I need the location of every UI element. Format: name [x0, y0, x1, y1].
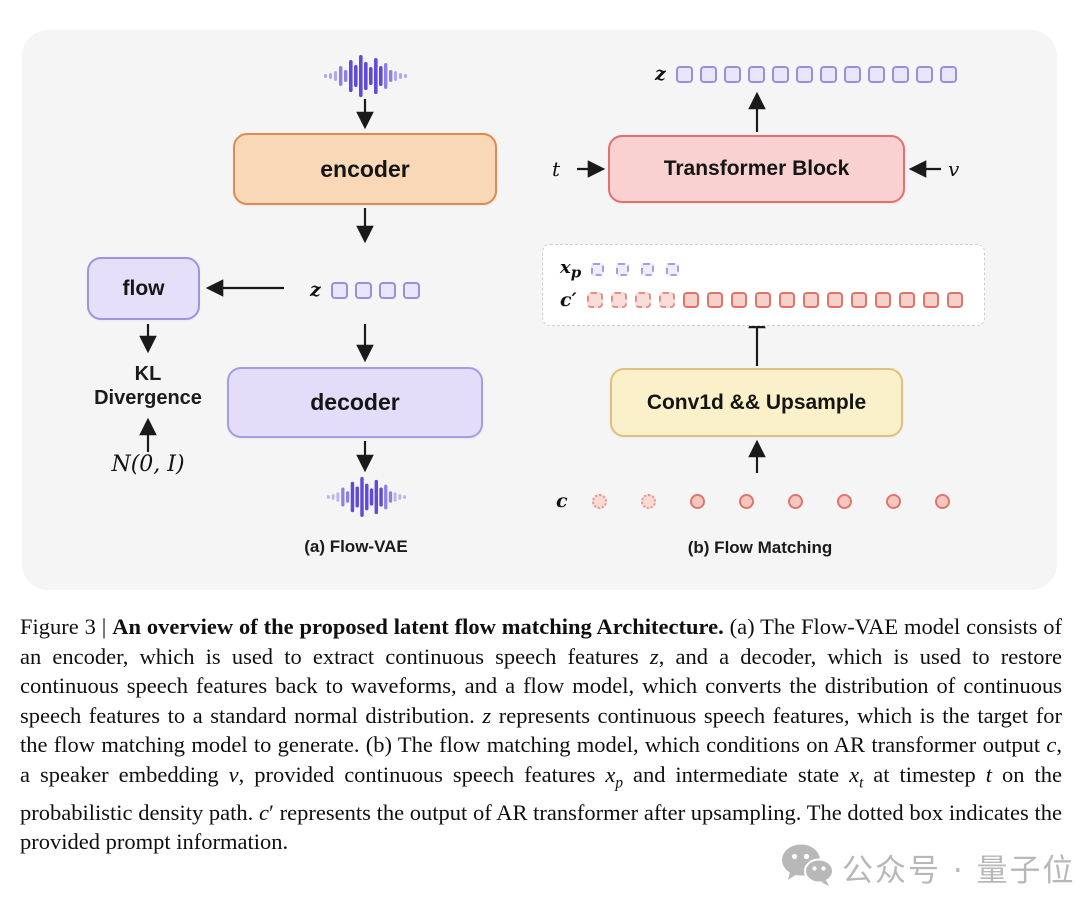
cprime-token: [682, 292, 699, 308]
c-token: [787, 493, 803, 509]
cprime-token: [802, 292, 819, 308]
z-tokens-a: [330, 281, 427, 299]
cprime-token: [634, 292, 651, 308]
panel-a-caption: (a) Flow-VAE: [304, 537, 408, 556]
cprime-token-row: c′: [560, 289, 971, 311]
xp-token: [641, 262, 655, 276]
encoder-label: encoder: [320, 155, 410, 182]
z-token: [330, 281, 348, 299]
conv-upsample-label: Conv1d && Upsample: [646, 390, 867, 414]
c-token: [640, 493, 656, 509]
cprime-token: [658, 292, 675, 308]
z-token: [891, 65, 909, 83]
cprime-token: [730, 292, 747, 308]
cprime-token: [898, 292, 915, 308]
z-token: [915, 65, 933, 83]
flow-box: flow: [87, 257, 200, 320]
c-token: [738, 493, 754, 509]
z-token-row-a: z: [310, 279, 427, 301]
figure-caption-bold: An overview of the proposed latent flow …: [112, 614, 724, 639]
figure-caption: Figure 3 | An overview of the proposed l…: [20, 612, 1062, 857]
z-token: [723, 65, 741, 83]
watermark: 公众号 · 量子位: [780, 843, 1076, 892]
cprime-token: [610, 292, 627, 308]
z-token: [819, 65, 837, 83]
xp-token: [616, 262, 630, 276]
xp-tokens: [591, 262, 691, 276]
c-token: [934, 493, 950, 509]
cprime-token: [946, 292, 963, 308]
c-token: [836, 493, 852, 509]
transformer-block-box: Transformer Block: [608, 135, 905, 203]
waveform-output-icon: [325, 476, 407, 523]
c-label: c: [556, 490, 568, 512]
decoder-box: decoder: [227, 367, 483, 438]
z-token: [675, 65, 693, 83]
panel-b-caption: (b) Flow Matching: [687, 538, 833, 557]
xp-token: [666, 262, 680, 276]
cprime-token: [874, 292, 891, 308]
c-token: [591, 493, 607, 509]
z-token: [843, 65, 861, 83]
encoder-box: encoder: [233, 133, 497, 205]
normal-distribution-label: N(0, I): [111, 452, 185, 477]
z-token: [402, 281, 420, 299]
figure-caption-prefix: Figure 3 |: [20, 614, 113, 639]
v-label: v: [948, 157, 960, 181]
z-token: [378, 281, 396, 299]
transformer-block-label: Transformer Block: [663, 157, 850, 180]
figure-caption-body: (a) The Flow-VAE model consists of an en…: [20, 614, 1062, 854]
c-tokens: [591, 493, 984, 509]
cprime-token: [586, 292, 603, 308]
xp-token-row: xp: [560, 257, 691, 282]
decoder-label: decoder: [310, 389, 400, 415]
z-token: [354, 281, 372, 299]
cprime-token: [922, 292, 939, 308]
z-token: [699, 65, 717, 83]
z-tokens-b: [675, 65, 964, 83]
c-token: [885, 493, 901, 509]
z-label-b: z: [655, 63, 666, 85]
cprime-token: [778, 292, 795, 308]
cprime-tokens: [586, 292, 971, 308]
cprime-label: c′: [560, 289, 577, 311]
flow-label: flow: [122, 276, 165, 300]
z-token-row-b: z: [655, 63, 964, 85]
cprime-token: [706, 292, 723, 308]
xp-token: [591, 262, 605, 276]
cprime-token: [850, 292, 867, 308]
z-token: [939, 65, 957, 83]
watermark-text: 公众号 · 量子位: [842, 853, 1076, 889]
prompt-dotted-box: [542, 244, 985, 326]
c-token: [689, 493, 705, 509]
z-token: [795, 65, 813, 83]
conv-upsample-box: Conv1d && Upsample: [610, 368, 903, 437]
z-token: [867, 65, 885, 83]
kl-divergence-label: KL Divergence: [60, 362, 236, 410]
cprime-token: [826, 292, 843, 308]
z-token: [747, 65, 765, 83]
z-label-a: z: [310, 279, 321, 301]
c-token-row: c: [556, 490, 984, 512]
cprime-token: [754, 292, 771, 308]
kl-line1: KL: [134, 363, 162, 385]
wechat-icon: [780, 843, 834, 892]
kl-line2: Divergence: [94, 387, 202, 409]
waveform-input-icon: [322, 54, 408, 103]
xp-label: xp: [560, 257, 582, 282]
t-label: t: [552, 157, 561, 181]
z-token: [771, 65, 789, 83]
